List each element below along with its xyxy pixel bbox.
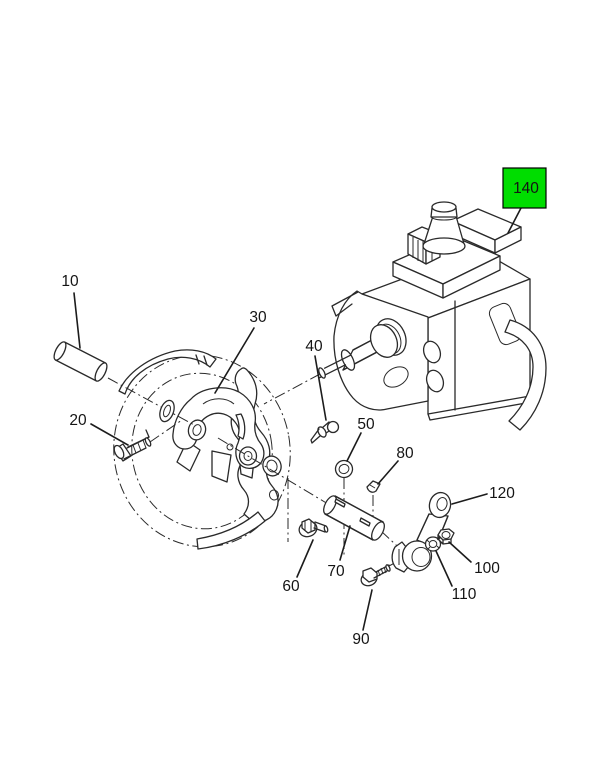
callout-30[interactable]: 30	[249, 309, 267, 326]
callout-20-label[interactable]: 20	[69, 412, 87, 429]
callout-140-label[interactable]: 140	[513, 180, 539, 197]
callout-50[interactable]: 50	[357, 416, 375, 433]
pump-side-plate	[488, 302, 522, 346]
boss-upper	[422, 340, 442, 364]
pump-handle	[504, 319, 547, 431]
flange-oval-hole	[383, 366, 409, 388]
callout-70[interactable]: 70	[327, 563, 345, 580]
highlight-box[interactable]	[502, 167, 547, 209]
callout-30-label[interactable]: 30	[249, 309, 267, 326]
boss-lower	[425, 369, 445, 393]
leader-lines	[73, 207, 522, 631]
callout-80[interactable]: 80	[396, 445, 414, 462]
callout-90[interactable]: 90	[352, 631, 370, 648]
pump-assembly	[318, 201, 547, 431]
nut-100	[437, 528, 455, 545]
keyway-slot-left	[334, 498, 346, 508]
bolt-20	[113, 429, 152, 462]
gasket-top-band	[118, 349, 217, 395]
gasket-grommet	[262, 455, 282, 477]
pump-cover-plate	[451, 208, 522, 254]
screw-90	[360, 564, 391, 587]
gasket-tab-hole	[268, 489, 280, 501]
fork-bracket	[172, 387, 265, 483]
callout-60[interactable]: 60	[282, 578, 300, 595]
callout-20[interactable]: 20	[69, 412, 87, 429]
callout-100[interactable]: 100	[474, 560, 500, 577]
callout-100-label[interactable]: 100	[474, 560, 500, 577]
solenoid-cap	[422, 201, 466, 255]
fork-left-eye	[187, 419, 207, 441]
callout-50-label[interactable]: 50	[357, 416, 375, 433]
pin-10	[53, 341, 108, 382]
terminal-base-side	[442, 255, 501, 299]
washer-ring	[159, 399, 175, 423]
callout-70-label[interactable]: 70	[327, 563, 345, 580]
callout-10-label[interactable]: 10	[61, 273, 79, 290]
callouts: 10 20 30 40 50 60 70 80 90 100 110	[61, 167, 547, 648]
gasket-phantom-outline	[113, 354, 291, 548]
callout-110-label[interactable]: 110	[452, 586, 477, 603]
plug-40	[310, 420, 340, 444]
callout-40-label[interactable]: 40	[305, 338, 323, 355]
shaft-70	[323, 495, 385, 541]
seal-50	[334, 459, 354, 479]
callout-90-label[interactable]: 90	[352, 631, 370, 648]
drive-shaft	[318, 318, 407, 379]
gasket-bottom-band	[196, 511, 266, 550]
callout-40[interactable]: 40	[305, 338, 323, 355]
bolt-60	[298, 518, 329, 538]
assembly-axes	[107, 373, 409, 567]
keyway-slot-right	[359, 517, 371, 527]
key-80	[366, 480, 381, 493]
callout-60-label[interactable]: 60	[282, 578, 300, 595]
callout-120-label[interactable]: 120	[489, 485, 515, 502]
callout-110[interactable]: 110	[452, 586, 477, 603]
callout-140-highlighted[interactable]: 140	[502, 167, 547, 209]
callout-10[interactable]: 10	[61, 273, 79, 290]
callout-120[interactable]: 120	[489, 485, 515, 502]
callout-80-label[interactable]: 80	[396, 445, 414, 462]
